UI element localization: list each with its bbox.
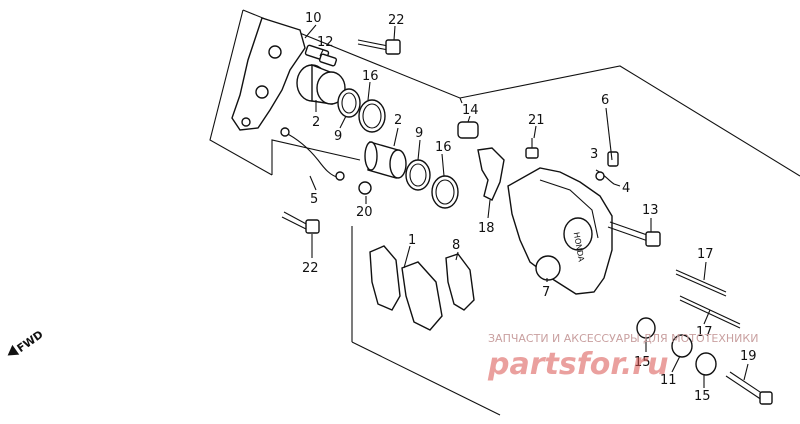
caliper-body: HONDA bbox=[507, 167, 613, 295]
callout-2-upper: 2 bbox=[312, 115, 320, 130]
seal-9-upper bbox=[337, 88, 361, 118]
callout-labels: 10 12 22 16 2 9 2 9 16 14 21 6 3 4 5 20 … bbox=[302, 11, 757, 404]
pin-clip-5 bbox=[280, 127, 345, 181]
piston-lower bbox=[364, 141, 407, 179]
callout-2-lower: 2 bbox=[394, 113, 402, 128]
piston-upper bbox=[296, 63, 346, 105]
callout-20: 20 bbox=[356, 205, 373, 220]
pad-spring-14 bbox=[457, 121, 479, 139]
slide-pin-17a bbox=[675, 269, 727, 297]
bracket-bolt-22 bbox=[357, 39, 401, 55]
bleeder-21 bbox=[525, 138, 539, 159]
brake-pad-1 bbox=[369, 245, 443, 331]
leader-lines bbox=[304, 24, 749, 388]
callout-7: 7 bbox=[542, 285, 550, 300]
watermark-tagline: ЗАПЧАСТИ И АКСЕССУАРЫ ДЛЯ МОТОТЕХНИКИ bbox=[488, 332, 758, 345]
callout-22-lower: 22 bbox=[302, 261, 319, 276]
callout-11: 11 bbox=[660, 373, 677, 388]
callout-13: 13 bbox=[642, 203, 659, 218]
fwd-label: FWD bbox=[15, 328, 46, 355]
callout-9-upper: 9 bbox=[334, 129, 342, 144]
callout-19: 19 bbox=[740, 349, 757, 364]
callout-14: 14 bbox=[462, 103, 479, 118]
callout-4: 4 bbox=[622, 181, 630, 196]
callout-1: 1 bbox=[408, 233, 416, 248]
callout-17-upper: 17 bbox=[697, 247, 714, 262]
callout-15-upper: 15 bbox=[634, 355, 651, 370]
callout-12: 12 bbox=[317, 35, 334, 50]
watermark: ЗАПЧАСТИ И АКСЕССУАРЫ ДЛЯ МОТОТЕХНИКИ pa… bbox=[487, 332, 758, 382]
callout-10: 10 bbox=[305, 11, 322, 26]
callout-18: 18 bbox=[478, 221, 495, 236]
sleeve-11 bbox=[671, 334, 693, 358]
callout-22-top: 22 bbox=[388, 13, 405, 28]
pad-shim-8 bbox=[445, 253, 475, 311]
forward-direction-indicator: FWD bbox=[7, 328, 46, 356]
dust-seal-16-upper bbox=[358, 99, 386, 133]
retainer-18 bbox=[477, 147, 505, 201]
assembly-boundary bbox=[209, 9, 800, 416]
bleeder-cap-3 bbox=[607, 151, 619, 167]
callout-9-lower: 9 bbox=[415, 126, 423, 141]
caliper-bracket bbox=[231, 17, 306, 131]
dust-seal-16-lower bbox=[431, 175, 459, 209]
bolt-13 bbox=[607, 221, 661, 247]
callout-5: 5 bbox=[310, 192, 318, 207]
pin-boot-12 bbox=[304, 44, 338, 67]
slide-pin-17b bbox=[679, 295, 741, 329]
callout-15-lower: 15 bbox=[694, 389, 711, 404]
bushing-15b bbox=[695, 352, 717, 376]
seal-9-lower bbox=[405, 159, 431, 191]
callout-8: 8 bbox=[452, 238, 460, 253]
callout-6: 6 bbox=[601, 93, 609, 108]
watermark-site: partsfor.ru bbox=[487, 347, 668, 382]
callout-3: 3 bbox=[590, 147, 598, 162]
callout-21: 21 bbox=[528, 113, 545, 128]
fwd-arrow-icon bbox=[7, 344, 20, 356]
spring-4 bbox=[595, 169, 621, 187]
callout-16-upper: 16 bbox=[362, 69, 379, 84]
callout-16-lower: 16 bbox=[435, 140, 452, 155]
pad-pin-20 bbox=[358, 181, 372, 195]
callout-17-lower: 17 bbox=[696, 325, 713, 340]
bolt-19 bbox=[725, 371, 773, 405]
bracket-bolt-22-lower bbox=[281, 211, 320, 234]
